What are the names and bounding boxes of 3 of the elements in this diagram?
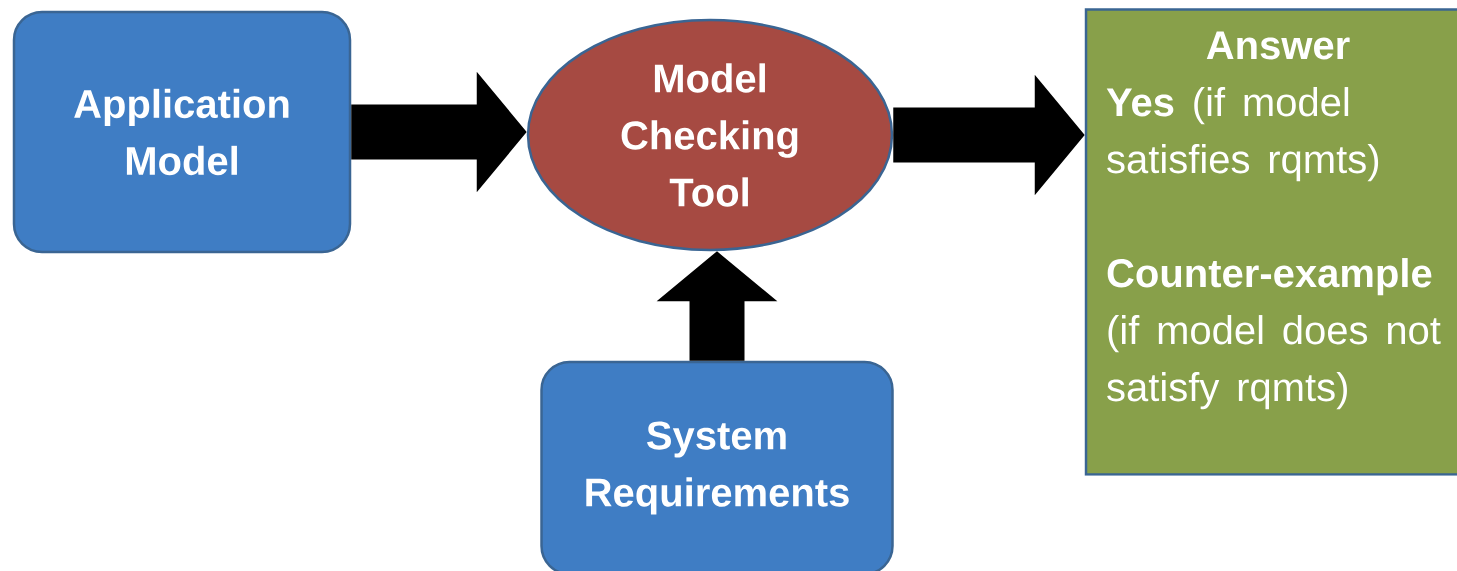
process-box: Application Model (12, 10, 352, 254)
result-box: Answer Yes (if model satisfies rqmts) Counter-example (if model does not satisfy rqmts) (1084, 8, 1457, 476)
process-box: System Requirements (540, 360, 894, 571)
